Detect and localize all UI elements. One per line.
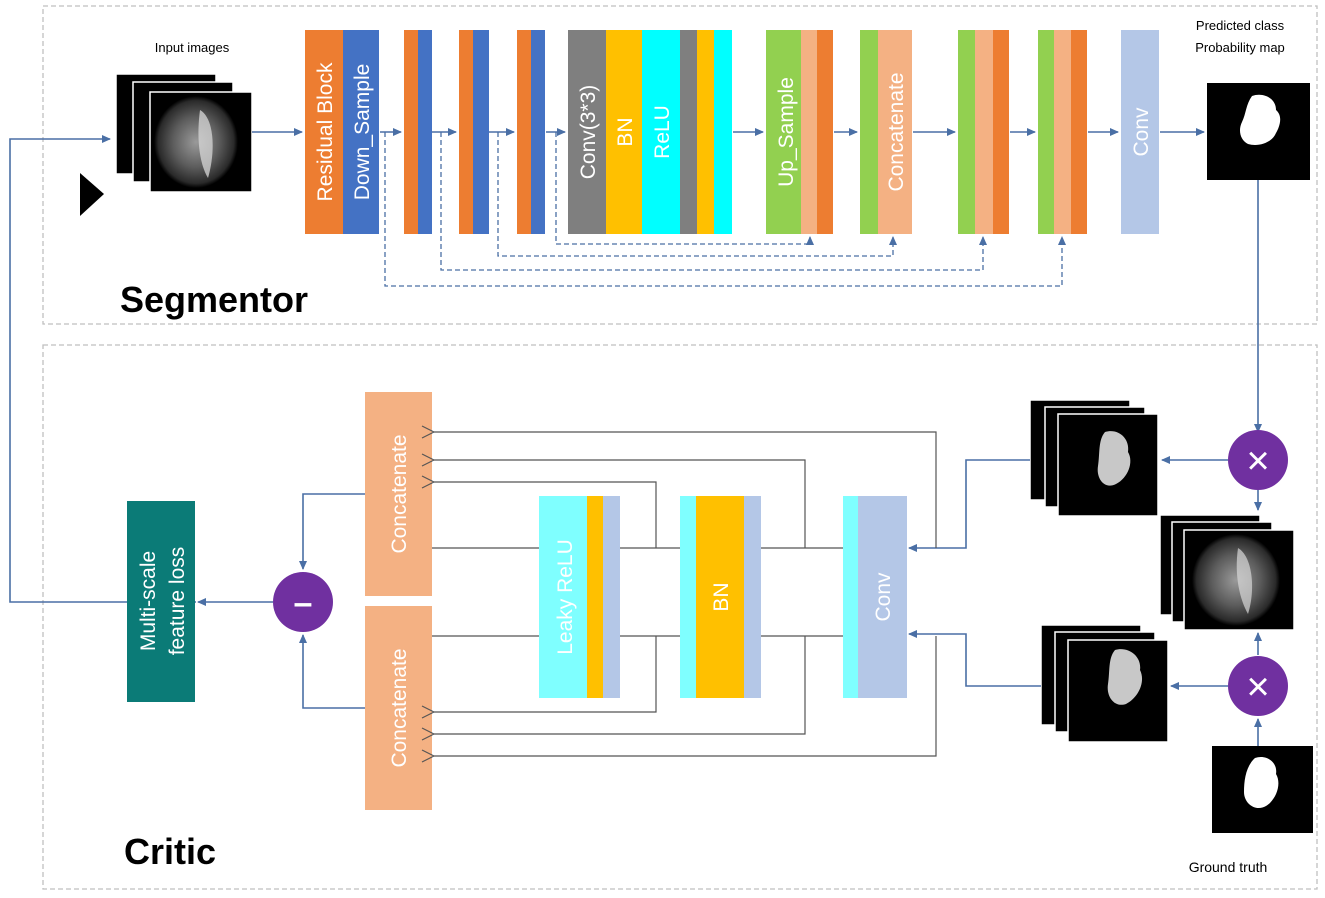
segmentor-frame	[42, 5, 1318, 325]
relu-label: ReLU	[651, 105, 674, 159]
masked-prediction-stack	[1029, 399, 1159, 517]
critic-leaky-relu-block	[539, 496, 620, 698]
predicted-map	[1207, 83, 1310, 180]
critic-bn-block	[680, 496, 761, 698]
feedback-loop	[9, 135, 196, 603]
concatenate-label: Concatenate	[885, 72, 908, 191]
upsample-label: Up_Sample	[775, 77, 798, 187]
downsample-block	[343, 30, 379, 234]
critic-right-arrows	[908, 456, 1262, 746]
critic-leaky-relu-label: Leaky ReLU	[554, 539, 577, 655]
conv33-label: Conv(3*3)	[577, 85, 600, 180]
critic-bn-label: BN	[710, 582, 733, 611]
upsample-block	[766, 30, 833, 234]
multiscale-loss-block	[127, 501, 195, 702]
input-images-label: Input images	[155, 40, 230, 55]
multiscale-loss-label-2: feature loss	[166, 547, 189, 656]
masked-groundtruth-stack	[1040, 624, 1169, 743]
critic-input-stack	[1159, 514, 1295, 631]
critic-concatenate-bottom	[365, 606, 432, 810]
skip-connections	[384, 132, 1066, 287]
input-image-stack	[115, 73, 253, 193]
output-conv-label: Conv	[1130, 107, 1153, 157]
bottleneck-block	[568, 30, 732, 234]
decoder-block-4	[1038, 30, 1087, 234]
output-conv-block	[1121, 30, 1159, 234]
encoder-block-3	[517, 30, 545, 234]
residual-block-label: Residual Block	[314, 62, 337, 201]
subtract-symbol: –	[294, 584, 313, 622]
predicted-class-label: Predicted class	[1196, 18, 1285, 33]
segmentor-title: Segmentor	[120, 279, 308, 320]
concatenate-block	[860, 30, 912, 234]
input-marker-triangle	[80, 173, 104, 216]
bn-label: BN	[614, 117, 637, 146]
critic-concatenate-top-label: Concatenate	[388, 434, 411, 553]
multiscale-loss-label-1: Multi-scale	[137, 551, 160, 651]
downsample-block-label: Down_Sample	[351, 64, 374, 201]
ground-truth-image	[1212, 746, 1313, 833]
multiply-symbol-bottom: ×	[1246, 665, 1269, 709]
ground-truth-label: Ground truth	[1189, 859, 1268, 875]
multiply-operator-top	[1228, 430, 1288, 490]
critic-title: Critic	[124, 831, 216, 872]
critic-concatenate-bottom-label: Concatenate	[388, 648, 411, 767]
multiply-symbol-top: ×	[1246, 439, 1269, 483]
encoder-block-1	[404, 30, 432, 234]
decoder-block-3	[958, 30, 1009, 234]
residual-block	[305, 30, 343, 234]
critic-conv-block	[843, 496, 907, 698]
probability-map-label: Probability map	[1195, 40, 1285, 55]
critic-left-arrows	[197, 493, 365, 709]
critic-conv-label: Conv	[872, 572, 895, 622]
critic-frame	[42, 344, 1318, 890]
subtract-operator	[273, 572, 333, 632]
critic-concatenate-top	[365, 392, 432, 596]
critic-internal-connections	[432, 432, 937, 756]
encoder-block-2	[459, 30, 489, 234]
multiply-operator-bottom	[1228, 656, 1288, 716]
